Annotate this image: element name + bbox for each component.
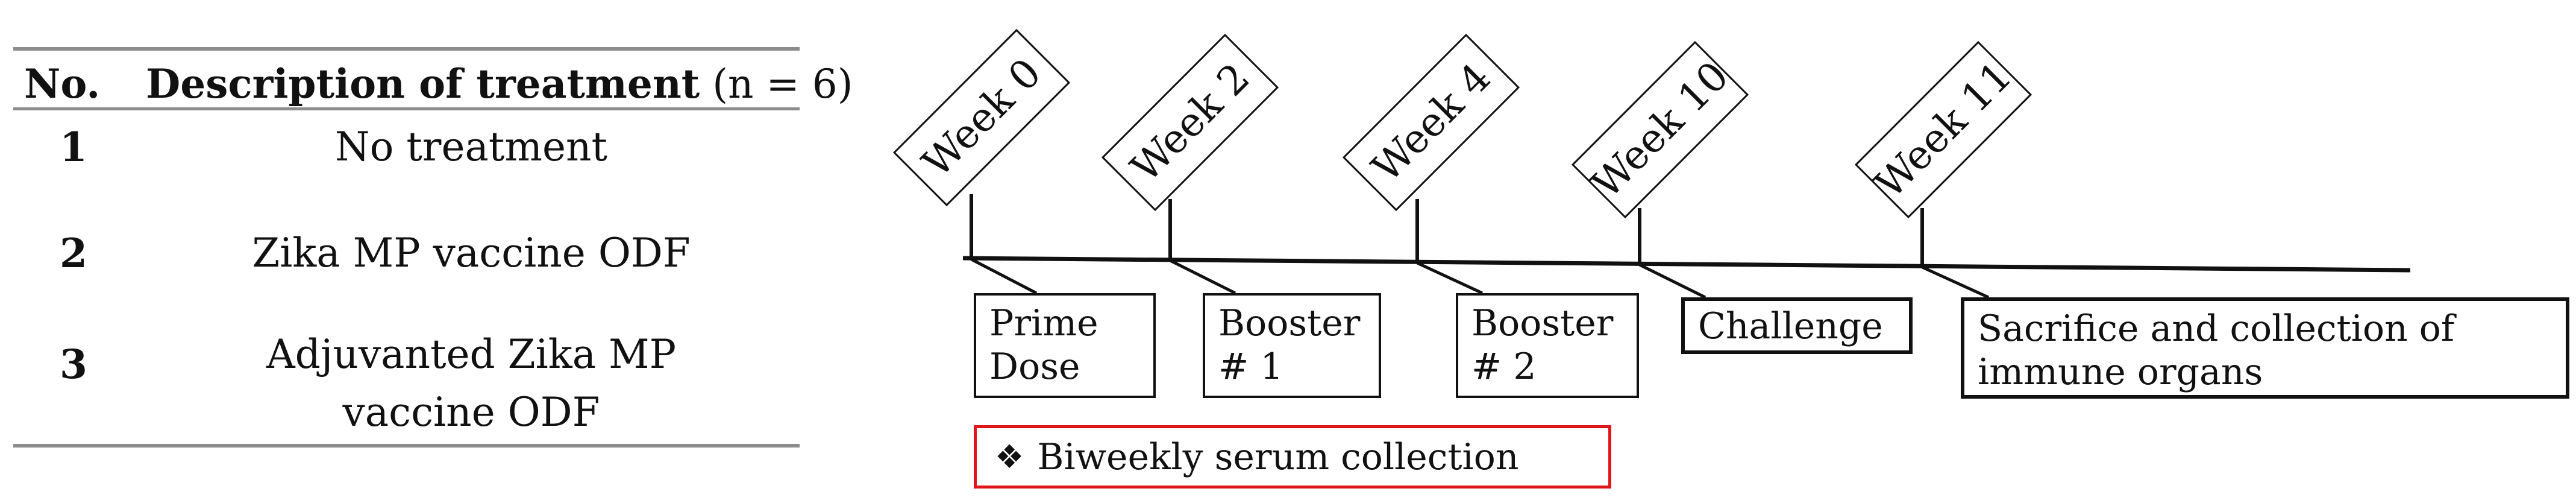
prime-connector xyxy=(970,258,1038,295)
challenge-connector xyxy=(1638,263,1706,299)
serum-collection-note: ❖ Biweekly serum collection xyxy=(974,425,1611,489)
header-desc-bold: Description of treatment xyxy=(146,60,700,107)
booster2-connector xyxy=(1416,261,1484,295)
sacrifice-connector xyxy=(1921,265,1990,299)
header-no: No. xyxy=(24,60,101,107)
row-3-no: 3 xyxy=(60,341,87,388)
diamond-bullet-icon: ❖ xyxy=(995,438,1024,476)
table-bottom-rule xyxy=(13,444,800,448)
booster-2-box: Booster # 2 xyxy=(1456,293,1639,398)
booster1-connector xyxy=(1169,259,1236,295)
sacrifice-box: Sacrifice and collection of immune organ… xyxy=(1961,297,2569,399)
prime-dose-box: Prime Dose xyxy=(974,293,1156,398)
table-top-rule xyxy=(13,47,800,51)
row-3-desc: Adjuvanted Zika MP vaccine ODF xyxy=(266,331,677,435)
treatment-table: No. Description of treatment (n = 6) 1 N… xyxy=(13,42,853,452)
header-description: Description of treatment (n = 6) xyxy=(146,57,853,111)
challenge-box: Challenge xyxy=(1681,297,1913,354)
table-header-rule xyxy=(13,107,800,110)
booster-1-box: Booster # 1 xyxy=(1203,293,1381,398)
timeline-axis xyxy=(962,256,2411,273)
row-2-no: 2 xyxy=(60,230,87,277)
serum-collection-label: Biweekly serum collection xyxy=(1037,435,1519,478)
header-desc-extra: (n = 6) xyxy=(700,61,853,107)
row-1-desc: No treatment xyxy=(334,124,608,170)
row-2-desc: Zika MP vaccine ODF xyxy=(252,230,691,276)
row-1-no: 1 xyxy=(60,124,87,171)
